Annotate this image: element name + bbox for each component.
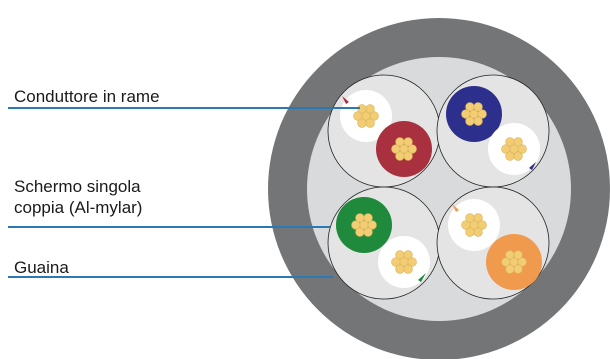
blue-marker-stripe [529,162,536,170]
pair-blue [436,74,550,188]
pair-green [327,186,441,300]
green-marker-stripe [418,273,426,282]
orange-marker-stripe [452,204,459,212]
label-conductor: Conduttore in rame [14,87,160,106]
pair-orange [436,186,550,300]
label-shield-line1: Schermo singola [14,177,141,196]
label-sheath: Guaina [14,258,69,277]
pair-red [327,74,441,188]
label-shield-line2: coppia (Al-mylar) [14,198,143,217]
label-pair-shield: Schermo singola coppia (Al-mylar) [14,176,142,218]
red-marker-stripe [342,96,349,104]
